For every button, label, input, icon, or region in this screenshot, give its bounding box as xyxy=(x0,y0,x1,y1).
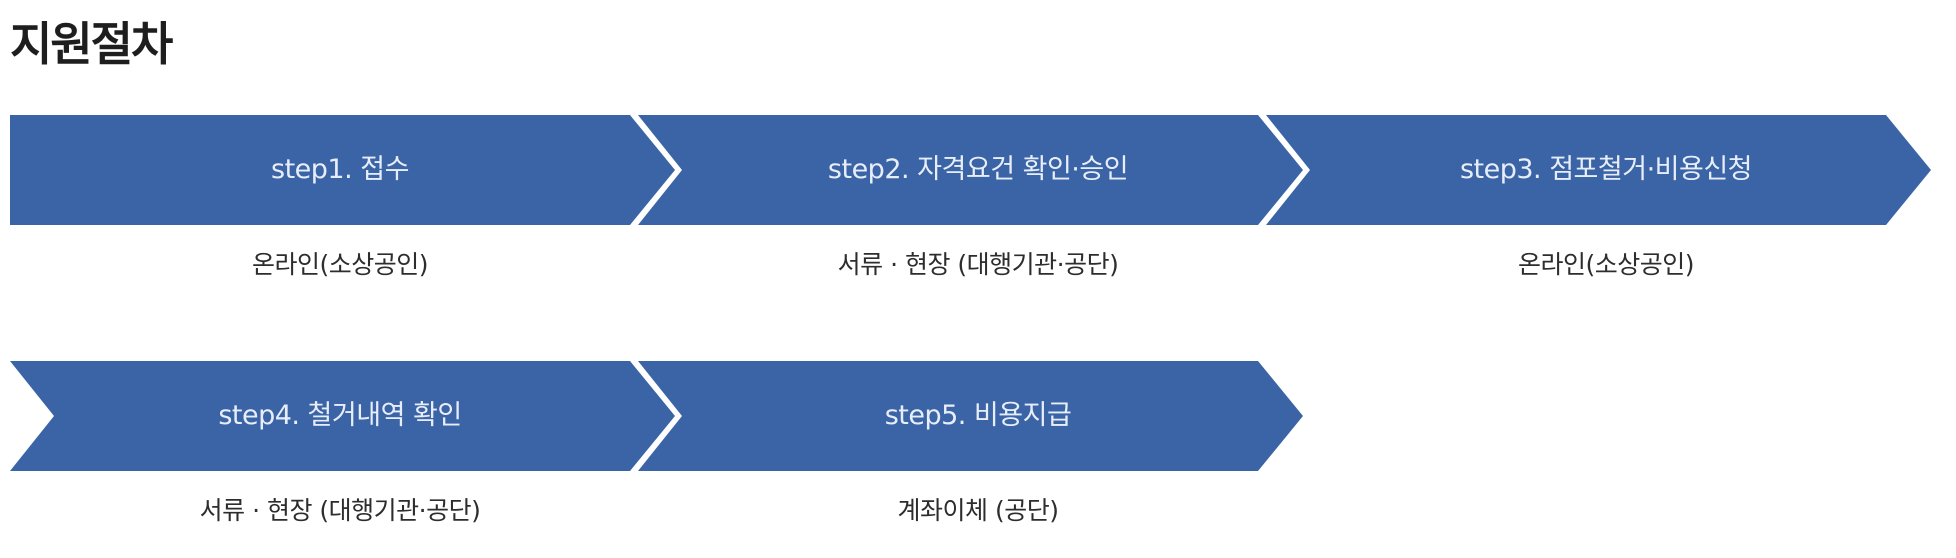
step-3: step3. 점포철거·비용신청 온라인(소상공인) xyxy=(1266,115,1946,279)
step-desc: 온라인(소상공인) xyxy=(1517,250,1695,279)
step-desc: 계좌이체 (공단) xyxy=(897,496,1059,525)
step-label: step1. 접수 xyxy=(271,154,409,185)
step-arrow-shape xyxy=(10,361,675,471)
step-label: step5. 비용지급 xyxy=(884,400,1072,431)
step-2: step2. 자격요건 확인·승인 서류 · 현장 (대행기관·공단) xyxy=(638,115,1318,279)
step-arrow-shape xyxy=(10,115,675,225)
step-arrow-shape xyxy=(638,115,1303,225)
step-desc: 온라인(소상공인) xyxy=(251,250,429,279)
step-arrow-shape xyxy=(1266,115,1931,225)
step-desc: 서류 · 현장 (대행기관·공단) xyxy=(199,496,481,525)
step-desc: 서류 · 현장 (대행기관·공단) xyxy=(837,250,1119,279)
step-arrow-shape xyxy=(638,361,1303,471)
step-1: step1. 접수 온라인(소상공인) xyxy=(10,115,690,279)
page-title: 지원절차 xyxy=(10,17,173,71)
step-label: step4. 철거내역 확인 xyxy=(218,400,462,431)
step-banner: step4. 철거내역 확인 xyxy=(10,361,690,471)
step-banner: step3. 점포철거·비용신청 xyxy=(1266,115,1946,225)
step-5: step5. 비용지급 계좌이체 (공단) xyxy=(638,361,1318,525)
step-banner: step1. 접수 xyxy=(10,115,690,225)
step-banner: step2. 자격요건 확인·승인 xyxy=(638,115,1318,225)
step-label: step2. 자격요건 확인·승인 xyxy=(827,154,1129,185)
step-4: step4. 철거내역 확인 서류 · 현장 (대행기관·공단) xyxy=(10,361,690,525)
step-banner: step5. 비용지급 xyxy=(638,361,1318,471)
step-label: step3. 점포철거·비용신청 xyxy=(1459,154,1753,185)
